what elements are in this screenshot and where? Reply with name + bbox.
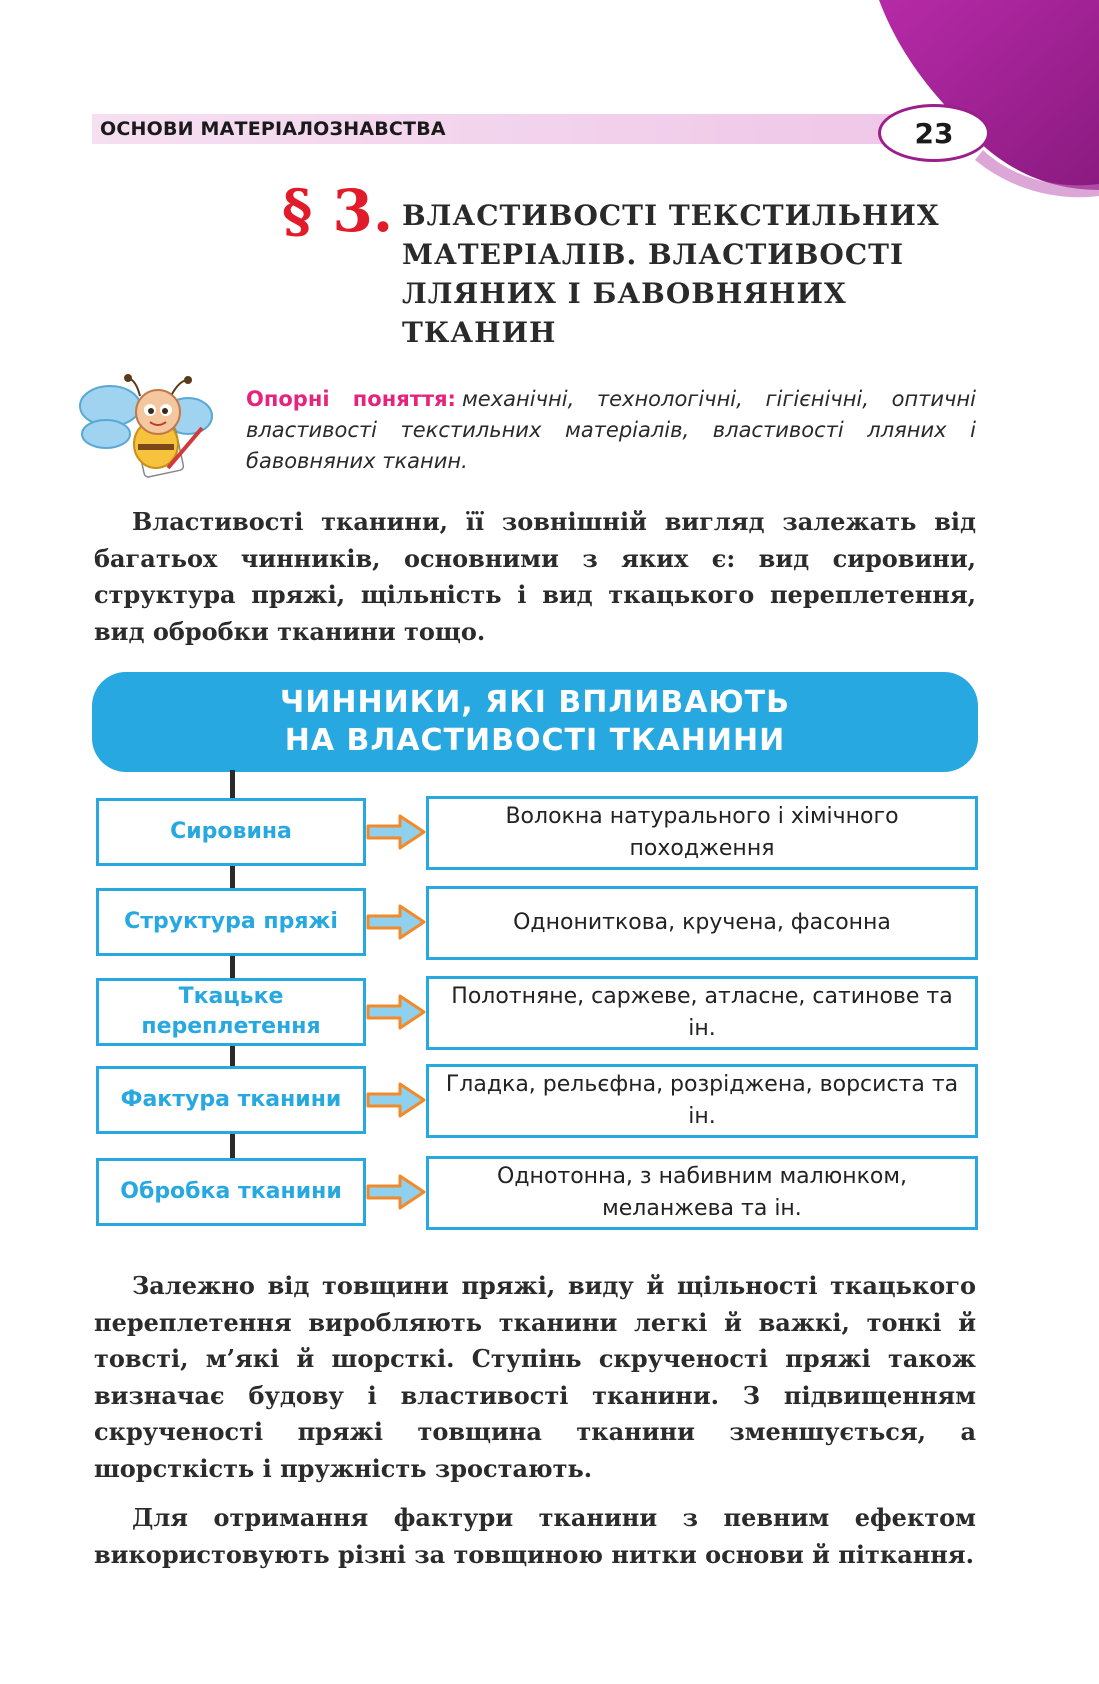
paragraph-texture: Для отримання фактури тканини з певним е… bbox=[94, 1503, 976, 1569]
corner-decoration bbox=[879, 0, 1099, 198]
paragraph-intro: Властивості тканини, її зовнішній вигляд… bbox=[94, 507, 976, 646]
paragraph-thickness: Залежно від товщини пряжі, виду й щільно… bbox=[94, 1271, 976, 1483]
arrow-right-icon bbox=[366, 904, 426, 940]
diagram-title-line1: ЧИННИКИ, ЯКІ ВПЛИВАЮТЬ bbox=[280, 685, 790, 720]
section-title: ВЛАСТИВОСТІ ТЕКСТИЛЬНИХ МАТЕРІАЛІВ. ВЛАС… bbox=[402, 199, 940, 349]
factor-description: Гладка, рельєфна, розріджена, ворсиста т… bbox=[426, 1064, 978, 1138]
arrow-right-icon bbox=[366, 1082, 426, 1118]
factor-box: Ткацьке переплетення bbox=[96, 978, 366, 1046]
running-header: ОСНОВИ МАТЕРІАЛОЗНАВСТВА bbox=[100, 118, 446, 140]
page-number: 23 bbox=[878, 104, 990, 162]
diagram-title: ЧИННИКИ, ЯКІ ВПЛИВАЮТЬ НА ВЛАСТИВОСТІ ТК… bbox=[92, 672, 978, 772]
diagram-title-line2: НА ВЛАСТИВОСТІ ТКАНИНИ bbox=[284, 723, 786, 758]
arrow-right-icon bbox=[366, 994, 426, 1030]
factor-box: Фактура тканини bbox=[96, 1066, 366, 1134]
factor-box: Обробка тканини bbox=[96, 1158, 366, 1226]
bee-mascot-icon bbox=[79, 374, 213, 478]
section-number: § 3. bbox=[282, 177, 394, 245]
factor-description: Однониткова, кручена, фасонна bbox=[426, 886, 978, 960]
arrow-right-icon bbox=[366, 1174, 426, 1210]
factor-description: Волокна натурального і хімічного походже… bbox=[426, 796, 978, 870]
arrow-right-icon bbox=[366, 814, 426, 850]
factor-description: Однотонна, з набивним малюнком, меланжев… bbox=[426, 1156, 978, 1230]
key-concepts-label: Опорні поняття: bbox=[246, 387, 456, 411]
factor-box: Структура пряжі bbox=[96, 888, 366, 956]
key-concepts-text: механічні, технологічні, гігієнічні, опт… bbox=[246, 387, 976, 473]
factor-box: Сировина bbox=[96, 798, 366, 866]
factors-diagram: ЧИННИКИ, ЯКІ ВПЛИВАЮТЬ НА ВЛАСТИВОСТІ ТК… bbox=[92, 672, 978, 1244]
header-strip bbox=[92, 114, 912, 144]
key-concepts: Опорні поняття:механічні, технологічні, … bbox=[246, 384, 976, 477]
factor-description: Полотняне, саржеве, атласне, сатинове та… bbox=[426, 976, 978, 1050]
